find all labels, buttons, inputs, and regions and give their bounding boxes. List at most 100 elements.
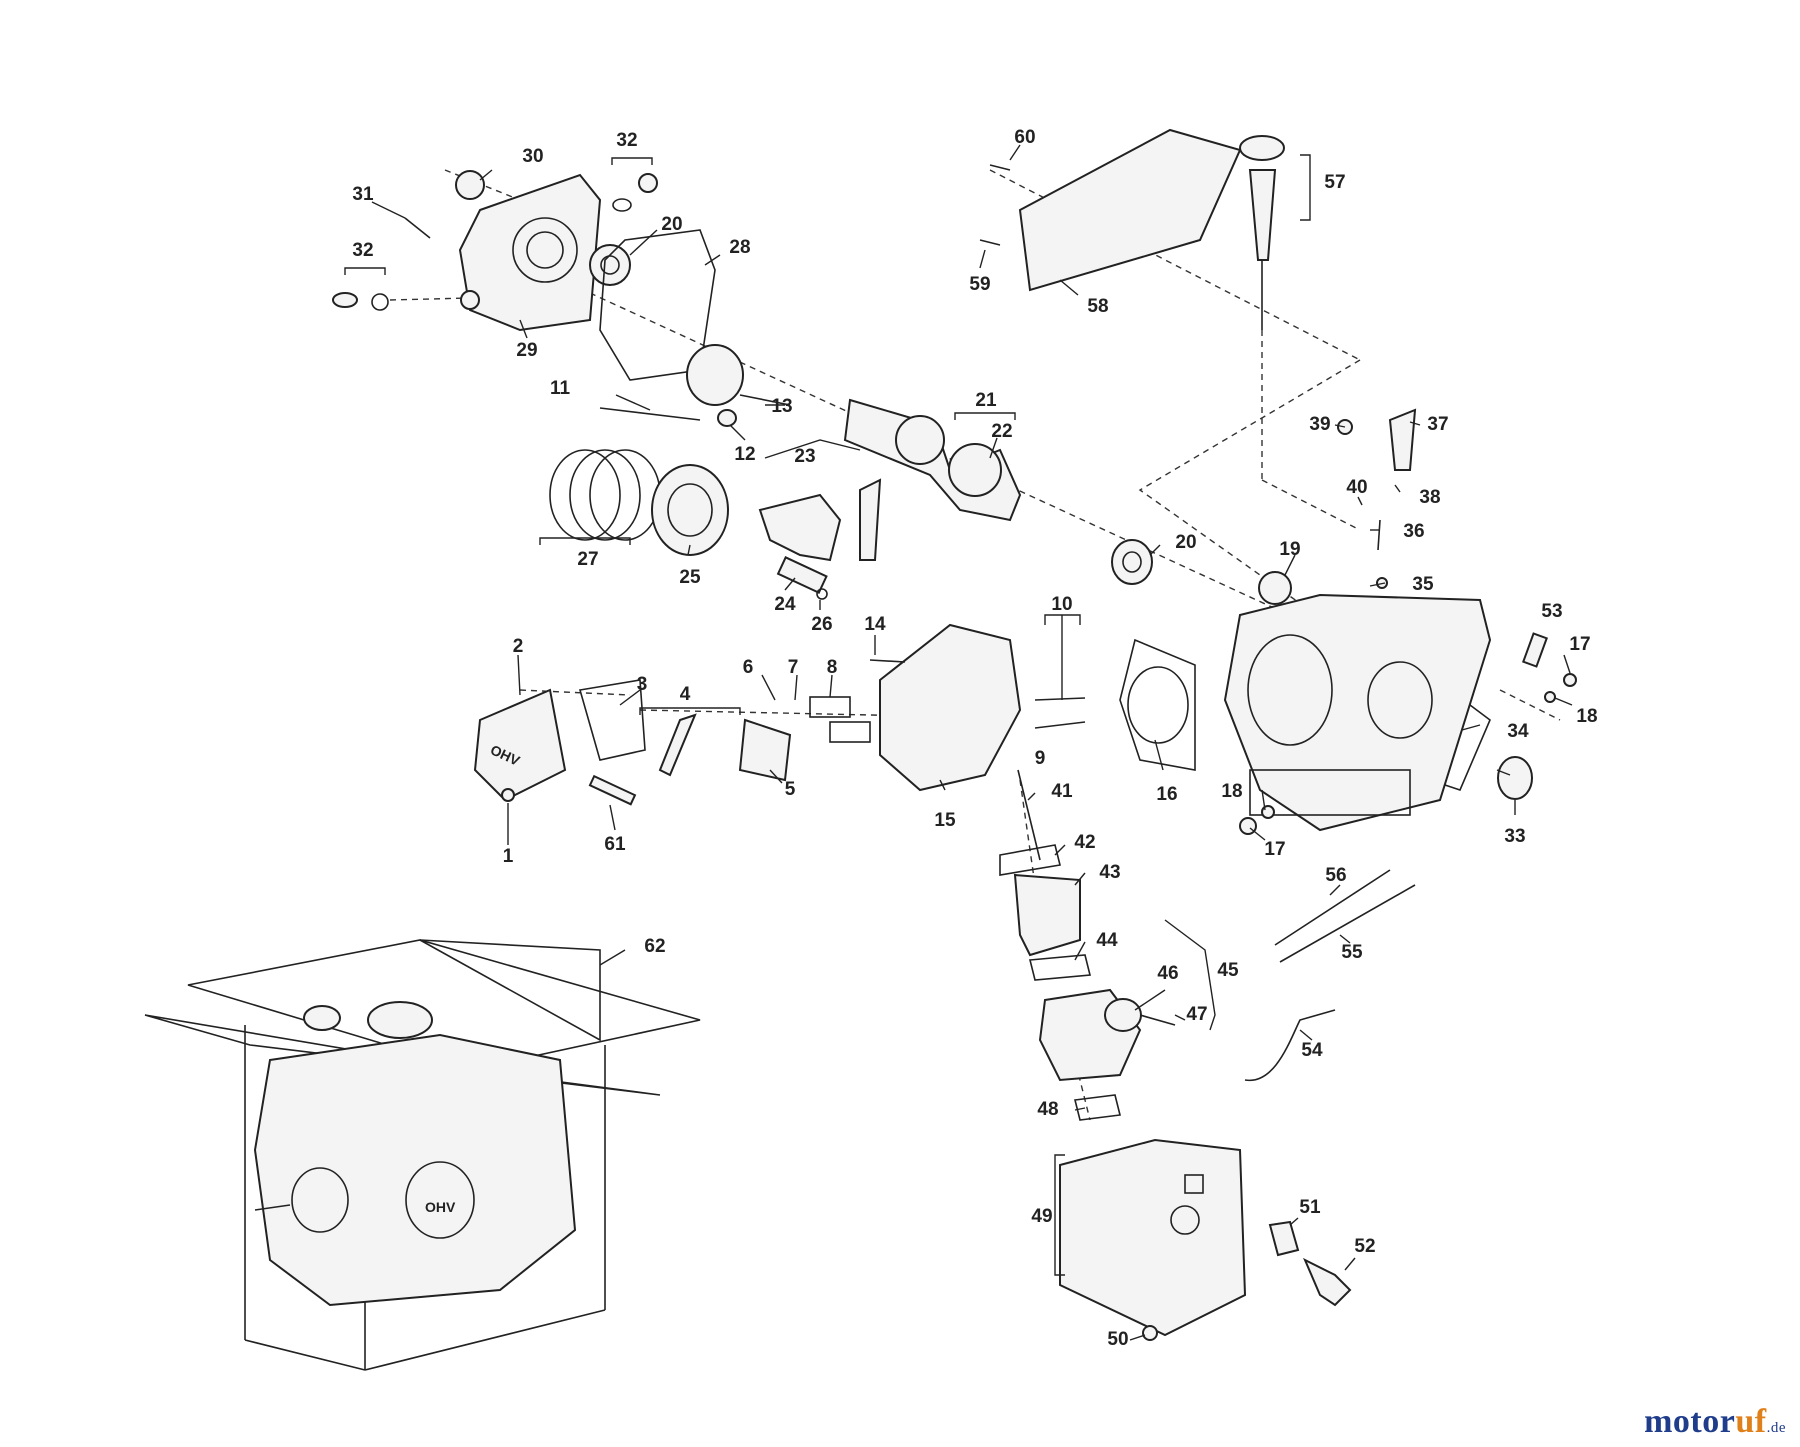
callout-18-lower: 18 (1221, 781, 1242, 802)
bearing-20-top (589, 244, 631, 286)
crankcase-cover (458, 173, 602, 332)
air-filter-gasket (1074, 1094, 1121, 1121)
callout-26: 26 (811, 614, 832, 635)
callout-62: 62 (644, 936, 665, 957)
callout-46: 46 (1157, 963, 1178, 984)
connecting-rod (758, 493, 842, 562)
crankcase-block (1223, 593, 1492, 832)
callout-20-lower: 20 (1175, 532, 1196, 553)
bearing-20-lower (1111, 539, 1153, 585)
valves (1034, 697, 1086, 701)
callout-25: 25 (679, 567, 701, 588)
callout-23: 23 (794, 446, 815, 467)
valve-cover (473, 688, 567, 802)
site-watermark-logo: motoruf.de (1644, 1403, 1786, 1441)
callout-8: 8 (827, 657, 838, 678)
callout-17-right: 17 (1569, 634, 1590, 655)
callout-49: 49 (1031, 1206, 1052, 1227)
governor-spring (1274, 869, 1391, 946)
callout-19: 19 (1279, 539, 1300, 560)
callout-53: 53 (1541, 601, 1562, 622)
watermark-tld: .de (1766, 1420, 1786, 1436)
callout-14: 14 (864, 614, 886, 635)
callout-39: 39 (1309, 414, 1330, 435)
engine-ohv-label: OHV (425, 1199, 456, 1215)
watermark-accent: uf (1735, 1403, 1767, 1440)
callout-42: 42 (1074, 832, 1095, 853)
callout-35: 35 (1412, 574, 1434, 595)
insulator (1013, 873, 1081, 957)
watermark-main: motor (1644, 1403, 1736, 1440)
leader-lines (344, 144, 1573, 1341)
carb-stud (1017, 769, 1041, 861)
callout-28: 28 (729, 237, 750, 258)
callout-48: 48 (1037, 1099, 1058, 1120)
callout-17-lower: 17 (1264, 839, 1285, 860)
parts (332, 128, 1577, 1341)
callout-22: 22 (991, 421, 1012, 442)
choke-lever (1388, 408, 1417, 471)
callout-6: 6 (743, 657, 754, 678)
oil-seal-33 (1497, 756, 1533, 800)
callout-58: 58 (1087, 296, 1108, 317)
callout-37: 37 (1427, 414, 1448, 435)
callout-18-right: 18 (1576, 706, 1597, 727)
callout-57: 57 (1324, 172, 1345, 193)
callout-36: 36 (1403, 521, 1424, 542)
callout-38: 38 (1419, 487, 1440, 508)
callout-16: 16 (1156, 784, 1177, 805)
carb-gasket (999, 844, 1061, 876)
stud (588, 774, 637, 806)
callout-2: 2 (513, 636, 524, 657)
callout-5: 5 (785, 779, 796, 800)
callout-31: 31 (352, 184, 374, 205)
governor-gear (1258, 571, 1292, 605)
callout-54: 54 (1301, 1040, 1323, 1061)
control-panel (1059, 1138, 1247, 1337)
cover-gasket (599, 229, 716, 381)
callout-40: 40 (1346, 477, 1367, 498)
piston (651, 464, 729, 556)
callout-32-left: 32 (352, 240, 373, 261)
callout-7: 7 (788, 657, 799, 678)
callout-59: 59 (969, 274, 990, 295)
cam-gear (686, 344, 744, 406)
push-rod-guide (738, 718, 792, 782)
drain-plug (332, 292, 358, 308)
callout-13: 13 (771, 396, 792, 417)
throttle-rod (1279, 884, 1416, 963)
callout-47: 47 (1186, 1004, 1207, 1025)
oil-seal-30 (455, 170, 485, 200)
piston-pin (776, 556, 828, 595)
callout-labels: 1 2 3 4 5 6 7 8 9 10 11 12 13 14 15 16 1… (352, 127, 1597, 1350)
callout-34: 34 (1507, 721, 1529, 742)
callout-1: 1 (503, 846, 514, 867)
head-gasket (1119, 638, 1196, 771)
callout-33: 33 (1504, 826, 1525, 847)
governor-arm (1444, 704, 1491, 791)
rocker-arm (658, 713, 697, 777)
ignition-switch (1268, 1220, 1300, 1257)
callout-10: 10 (1051, 594, 1072, 615)
callout-21: 21 (975, 390, 997, 411)
callout-29: 29 (516, 340, 537, 361)
callout-61: 61 (604, 834, 626, 855)
ignition-key (1303, 1257, 1352, 1307)
callout-27: 27 (577, 549, 598, 570)
callout-3: 3 (637, 674, 648, 695)
callout-45: 45 (1217, 960, 1239, 981)
fuel-cap (1239, 135, 1285, 161)
callout-60: 60 (1014, 127, 1035, 148)
piston-rings (549, 449, 621, 541)
push-rod (599, 407, 701, 421)
callout-44: 44 (1096, 930, 1118, 951)
complete-engine (253, 1033, 577, 1307)
callout-20-top: 20 (661, 214, 682, 235)
callout-55: 55 (1341, 942, 1363, 963)
callout-51: 51 (1299, 1197, 1321, 1218)
dipstick-plug (638, 173, 658, 193)
callout-15: 15 (934, 810, 956, 831)
fuel-tank-bracket (1018, 128, 1242, 292)
callout-43: 43 (1099, 862, 1120, 883)
